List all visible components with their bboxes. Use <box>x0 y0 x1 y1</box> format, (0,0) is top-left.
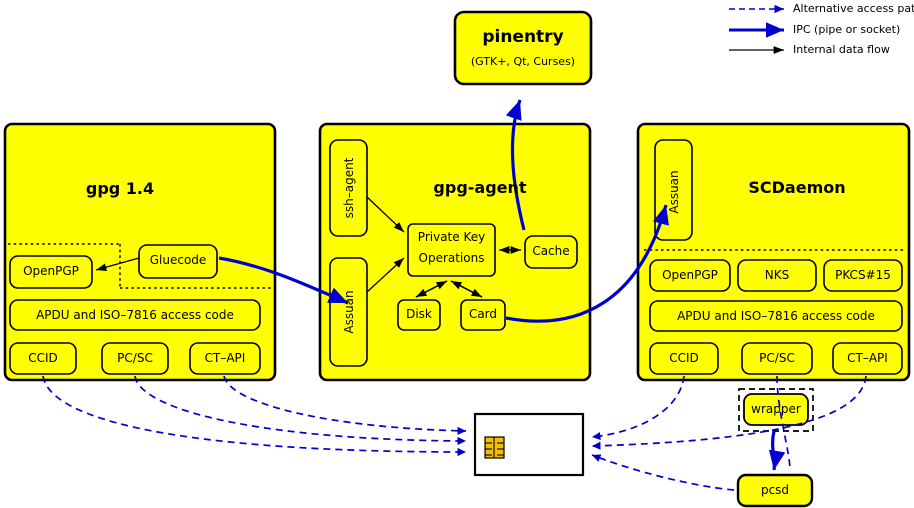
wrapper-label: wrapper <box>751 402 801 416</box>
ipc-gpgagent-to-pinentry <box>505 99 526 231</box>
altpath-scd-ccid-to-card <box>591 375 685 441</box>
agent-assuan-box <box>329 257 368 367</box>
pinentry-subtitle: (GTK+, Qt, Curses) <box>470 55 576 68</box>
gpg-apdu-box <box>9 299 261 331</box>
pinentry-box <box>453 10 593 86</box>
pcsd-label: pcsd <box>760 483 790 497</box>
gpgagent-pko-label-line1: Private Key <box>417 230 486 244</box>
scd-driver-box-2 <box>832 342 903 375</box>
pinentry-title: pinentry <box>482 27 564 47</box>
scd-driver-label-pcsc: PC/SC <box>759 351 795 365</box>
gpgagent-pko-label-line2: Operations <box>418 251 485 265</box>
scd-app-box-2 <box>823 259 903 292</box>
ipc-wrapper-to-pcsd <box>768 430 786 471</box>
gpg-title: gpg 1.4 <box>85 179 155 198</box>
scd-app-box-1 <box>737 259 817 292</box>
scdaemon-title: SCDaemon <box>748 178 846 197</box>
legend-symbols <box>729 4 784 54</box>
arrow-card-to-pko <box>450 280 483 298</box>
legend-label-internal: Internal data flow <box>793 43 890 56</box>
pcsd-box <box>736 473 814 508</box>
scd-driver-label-ctapi: CT–API <box>847 351 888 365</box>
gpg-driver-box-0 <box>9 342 77 375</box>
smartcard-chip-icon <box>484 436 505 459</box>
scd-apdu-box <box>649 300 903 332</box>
scd-apdu-label: APDU and ISO–7816 access code <box>677 309 875 323</box>
scd-app-box-0 <box>649 259 731 292</box>
wrapper-box <box>743 393 809 426</box>
gpg-openpgp-label: OpenPGP <box>23 264 79 278</box>
gpgagent-cache-label: Cache <box>532 244 570 258</box>
arrow-sshagent-to-pko <box>366 196 405 233</box>
altpath-pcsd-to-card <box>591 454 735 491</box>
legend-label-alt-paths: Alternative access paths <box>793 2 914 15</box>
altpath-gpg-ccid-to-card <box>42 375 467 457</box>
scd-driver-box-0 <box>649 342 719 375</box>
scdaemon-assuan-label: Assuan <box>667 170 681 214</box>
scd-app-label-nks: NKS <box>764 268 790 282</box>
legend-label-ipc: IPC (pipe or socket) <box>793 23 901 36</box>
arrow-gluecode-to-openpgp <box>95 257 140 271</box>
scd-driver-label-ccid: CCID <box>669 351 699 365</box>
arrow-disk-to-pko <box>415 280 448 298</box>
scd-app-label-pkcs15: PKCS#15 <box>835 268 891 282</box>
altpath-gpg-pcsc-to-card <box>134 375 467 446</box>
agent-sshagent-box <box>329 139 368 237</box>
gpgagent-title: gpg-agent <box>433 178 527 197</box>
gpg-dotted-region <box>8 243 272 289</box>
gpgagent-assuan-label: Assuan <box>342 290 356 334</box>
gpgagent-card-label: Card <box>468 307 498 321</box>
gpg-gluecode-box <box>138 244 218 279</box>
gpg-apdu-label: APDU and ISO–7816 access code <box>36 308 234 322</box>
wrapper-dashed-region <box>738 388 814 432</box>
altpath-gpg-ctapi-to-card <box>223 375 467 435</box>
scd-driver-box-1 <box>741 342 813 375</box>
gpg-driver-box-1 <box>101 342 169 375</box>
gpg-driver-label-ctapi: CT–API <box>204 351 246 365</box>
gpg-driver-label-ccid: CCID <box>28 351 58 365</box>
gpg-openpgp-box <box>9 255 93 289</box>
agent-card-box <box>460 299 506 331</box>
agent-disk-box <box>397 299 441 331</box>
altpath-scd-pcsc-to-pcsd <box>776 375 791 471</box>
gpgagent-disk-label: Disk <box>406 307 432 321</box>
gpg-gluecode-label: Gluecode <box>149 253 207 267</box>
gpgagent-sshagent-label: ssh–agent <box>342 157 356 219</box>
ipc-gluecode-to-agent-assuan <box>218 256 349 305</box>
agent-cache-box <box>524 235 578 269</box>
scd-app-label-openpgp: OpenPGP <box>662 268 718 282</box>
gpg-driver-label-pcsc: PC/SC <box>117 351 153 365</box>
arrow-assuan-to-pko <box>366 257 405 293</box>
altpath-scd-ctapi-to-card <box>591 375 867 450</box>
agent-pko-box <box>407 223 496 277</box>
gpg-driver-box-2 <box>189 342 261 375</box>
ipc-agentcard-to-scd-assuan <box>505 204 669 323</box>
